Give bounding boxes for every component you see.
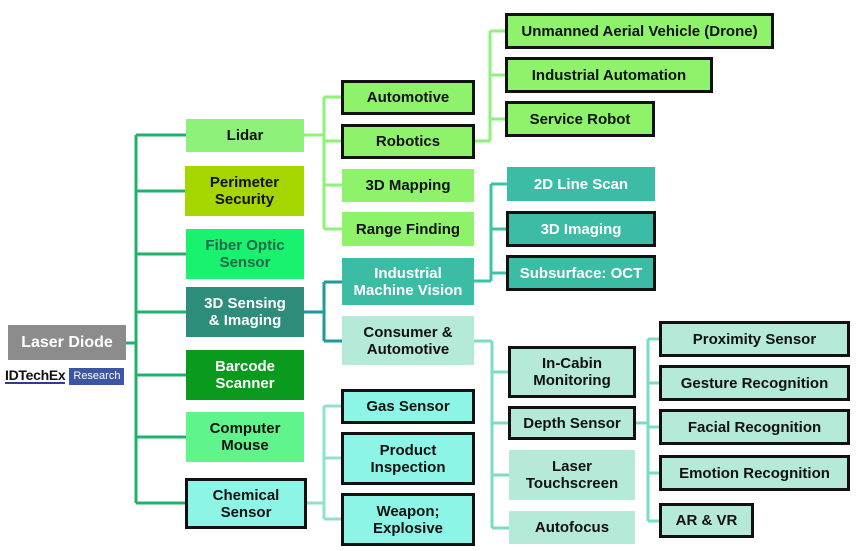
node-emotion-recognition: Emotion Recognition	[659, 455, 850, 491]
node-autofocus: Autofocus	[509, 511, 635, 544]
node-range-finding: Range Finding	[342, 212, 474, 246]
node-in-cabin-monitoring: In-Cabin Monitoring	[508, 346, 636, 398]
node-barcode-scanner: Barcode Scanner	[186, 350, 304, 400]
node-subsurface-oct: Subsurface: OCT	[506, 255, 656, 291]
node-gesture-recognition: Gesture Recognition	[659, 365, 850, 401]
node-lidar: Lidar	[186, 119, 304, 152]
node-ar-vr: AR & VR	[659, 503, 754, 538]
node-industrial-machine-vision: Industrial Machine Vision	[342, 258, 474, 305]
node-computer-mouse: Computer Mouse	[186, 412, 304, 462]
node-chemical-sensor: Chemical Sensor	[185, 478, 307, 529]
node-weapon-explosive: Weapon; Explosive	[341, 493, 475, 546]
node-industrial-automation: Industrial Automation	[505, 57, 713, 93]
node-proximity-sensor: Proximity Sensor	[659, 321, 850, 357]
brand-tag: Research	[69, 367, 125, 385]
node-perimeter-security: Perimeter Security	[185, 166, 304, 216]
node-unmanned-aerial-vehicle: Unmanned Aerial Vehicle (Drone)	[505, 13, 774, 49]
node-product-inspection: Product Inspection	[341, 432, 475, 485]
node-laser-touchscreen: Laser Touchscreen	[509, 450, 635, 500]
node-gas-sensor: Gas Sensor	[341, 389, 475, 424]
node-depth-sensor: Depth Sensor	[508, 406, 636, 440]
node-robotics: Robotics	[341, 124, 475, 159]
node-consumer-automotive: Consumer & Automotive	[342, 316, 474, 365]
node-automotive: Automotive	[341, 80, 475, 115]
node-3d-sensing-imaging: 3D Sensing & Imaging	[186, 287, 304, 337]
root-node-laser-diode: Laser Diode	[8, 325, 126, 360]
brand-logo: IDTechEx Research	[5, 367, 125, 385]
node-facial-recognition: Facial Recognition	[659, 409, 850, 445]
node-service-robot: Service Robot	[505, 101, 655, 137]
node-3d-mapping: 3D Mapping	[342, 169, 474, 202]
brand-name: IDTechEx	[5, 367, 66, 384]
node-3d-imaging: 3D Imaging	[506, 211, 656, 247]
node-fiber-optic-sensor: Fiber Optic Sensor	[186, 229, 304, 279]
node-2d-line-scan: 2D Line Scan	[507, 167, 655, 201]
